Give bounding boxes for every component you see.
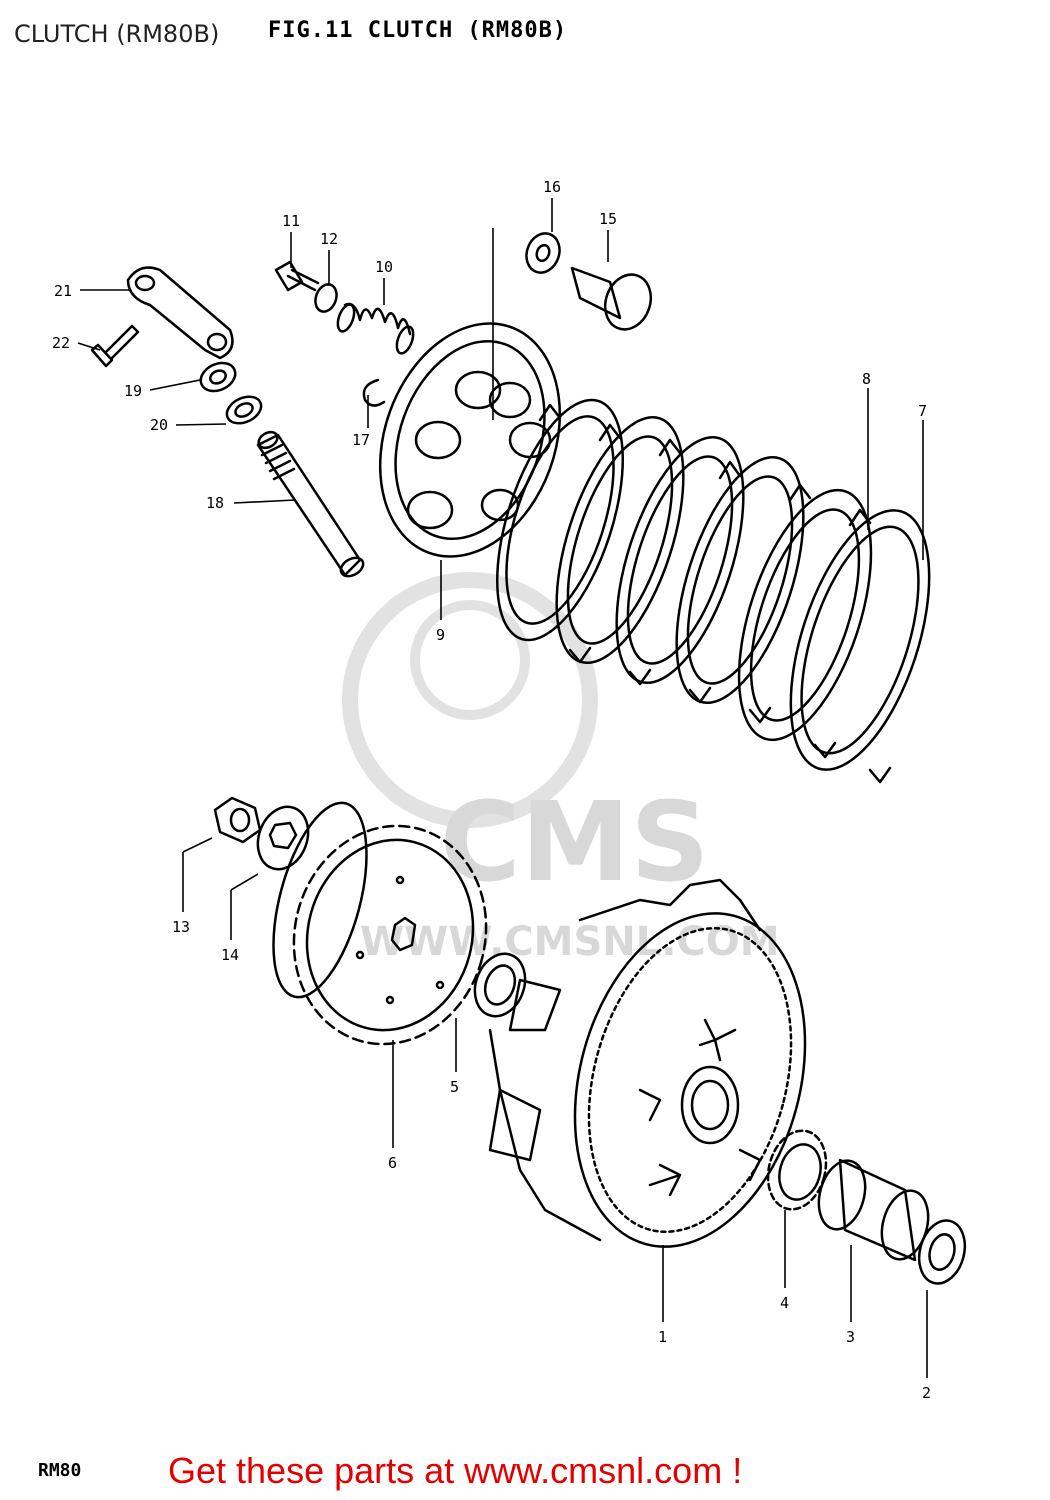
callout-16: 16 [543, 178, 561, 196]
callout-15: 15 [599, 210, 617, 228]
arm-bolt [90, 324, 140, 368]
oil-seal-20 [225, 395, 263, 425]
callout-10: 10 [375, 258, 393, 276]
kick-driven-gear [766, 1129, 828, 1211]
callout-19: 19 [124, 382, 142, 400]
leader-lines [77, 198, 928, 1378]
push-piece [570, 266, 653, 331]
spring-screw [274, 260, 320, 292]
callout-17: 17 [352, 431, 370, 449]
pressure-plate [378, 322, 562, 558]
release-arm [126, 266, 234, 360]
watermark: CMS WWW.CMSNL.COM [342, 572, 780, 965]
callout-labels: 21 22 19 20 18 11 12 10 17 16 15 9 8 7 1… [52, 178, 931, 1402]
page-title: CLUTCH (RM80B) [14, 20, 220, 48]
lock-washer [256, 805, 310, 871]
callout-11: 11 [282, 212, 300, 230]
callout-7: 7 [918, 402, 927, 420]
callout-8: 8 [862, 370, 871, 388]
nut [213, 796, 262, 844]
end-washer [917, 1219, 967, 1285]
callout-9: 9 [436, 626, 445, 644]
callout-18: 18 [206, 494, 224, 512]
primary-gear [272, 801, 488, 1046]
thrust-washer [473, 952, 527, 1018]
circlip [362, 378, 386, 407]
clutch-housing [488, 878, 807, 1248]
promo-link[interactable]: Get these parts at www.cmsnl.com ! [168, 1450, 743, 1491]
friction-and-drive-plates [495, 398, 931, 784]
model-code: RM80 [38, 1460, 82, 1481]
callout-14: 14 [221, 946, 239, 964]
washer-16 [525, 232, 561, 274]
figure-title: FIG.11 CLUTCH (RM80B) [268, 18, 568, 43]
spacer-sleeve [817, 1158, 930, 1262]
callout-1: 1 [658, 1328, 667, 1346]
callout-20: 20 [150, 416, 168, 434]
washer-19 [199, 361, 237, 393]
watermark-url: WWW.CMSNL.COM [360, 919, 780, 965]
release-screw [256, 430, 365, 578]
callout-3: 3 [846, 1328, 855, 1346]
callout-5: 5 [450, 1078, 459, 1096]
callout-2: 2 [922, 1384, 931, 1402]
callout-13: 13 [172, 918, 190, 936]
clutch-spring [336, 302, 415, 355]
callout-4: 4 [780, 1294, 789, 1312]
callout-21: 21 [54, 282, 72, 300]
washer-12 [314, 283, 338, 313]
callout-22: 22 [52, 334, 70, 352]
watermark-brand: CMS [440, 778, 709, 906]
callout-6: 6 [388, 1154, 397, 1172]
callout-12: 12 [320, 230, 338, 248]
